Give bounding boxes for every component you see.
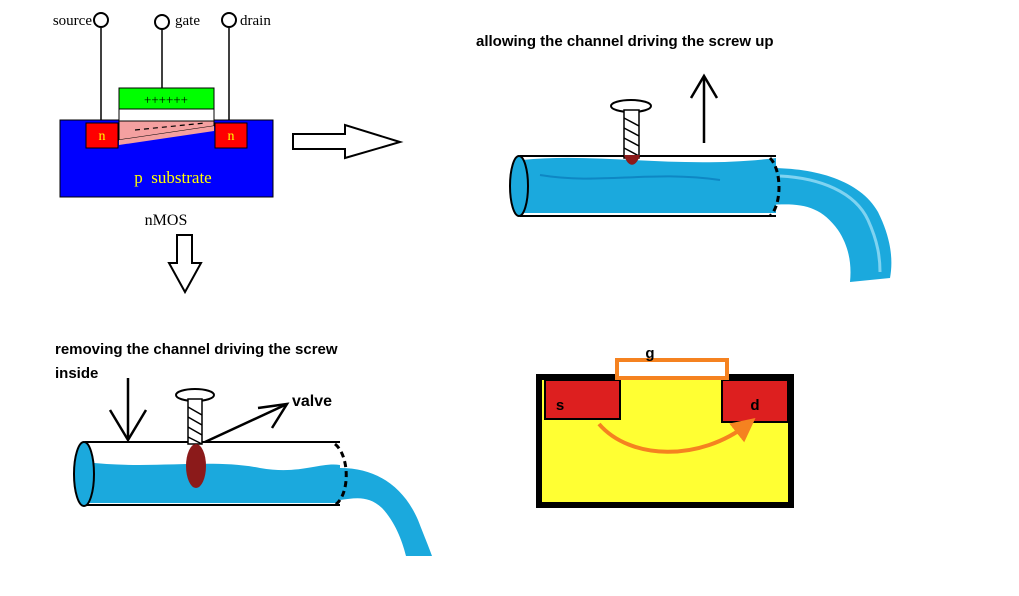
gate-label: gate (175, 13, 200, 29)
valve-pointer-line (204, 403, 286, 444)
right-block-arrow-icon (292, 123, 404, 160)
drain-well (721, 379, 789, 423)
pipe-outlet-end (768, 156, 781, 218)
gate-charge: ++++++ (144, 92, 188, 107)
screw-thread-icon (623, 117, 640, 157)
valve-pointer-icon (257, 402, 290, 429)
channel-on-caption: allowing the channel driving the screw u… (476, 33, 774, 50)
current-flow-arrow-icon (597, 418, 756, 454)
source-well (544, 379, 621, 420)
gate-insulator (118, 108, 215, 122)
mosfet-simple: g s d (536, 345, 794, 508)
valve-label: valve (292, 393, 332, 410)
source-s-label: s (556, 397, 564, 414)
source-n-label: n (99, 129, 106, 144)
drain-label: drain (240, 13, 271, 29)
nmos-caption: nMOS (145, 212, 188, 229)
pipe-water (520, 157, 776, 213)
down-arrow-icon (108, 409, 148, 443)
source-terminal-icon (93, 12, 109, 28)
gate-terminal-icon (154, 14, 170, 30)
water-ripple (539, 174, 721, 181)
pipe-channel-off: removing the channel driving the screw i… (55, 341, 432, 556)
drain-terminal-icon (221, 12, 237, 28)
pipe-inlet-end (509, 155, 529, 217)
screw-seal-icon-2 (186, 444, 206, 488)
source-n-region (85, 122, 119, 149)
pipe-outlet-end-2 (333, 442, 348, 507)
screw-thread-icon-2 (187, 406, 203, 445)
down-block-arrow-icon (167, 234, 203, 295)
substrate-label: p substrate (134, 168, 211, 187)
gate-g-label: g (645, 345, 654, 362)
water-outflow-2 (340, 468, 432, 556)
channel-dashed-line (134, 122, 206, 131)
pipe-inlet-end-2 (73, 441, 95, 507)
source-label: source (53, 13, 92, 29)
water-outflow (770, 168, 892, 282)
pipe-water-2 (85, 462, 340, 503)
pipe-channel-on: allowing the channel driving the screw u… (476, 33, 892, 282)
drain-d-label: d (750, 397, 759, 414)
screw-seal-icon (624, 155, 640, 165)
channel-off-caption-line1: removing the channel driving the screw (55, 341, 338, 358)
channel-wedge (119, 126, 214, 145)
channel-off-caption-line2: inside (55, 365, 98, 382)
drain-n-label: n (228, 129, 235, 144)
drain-n-region (214, 122, 248, 149)
nmos-diagram: source gate drain p substrate ++++++ n n… (53, 12, 274, 229)
up-arrow-icon (689, 73, 719, 99)
water-highlight (779, 174, 882, 273)
gate-plate (615, 358, 729, 380)
